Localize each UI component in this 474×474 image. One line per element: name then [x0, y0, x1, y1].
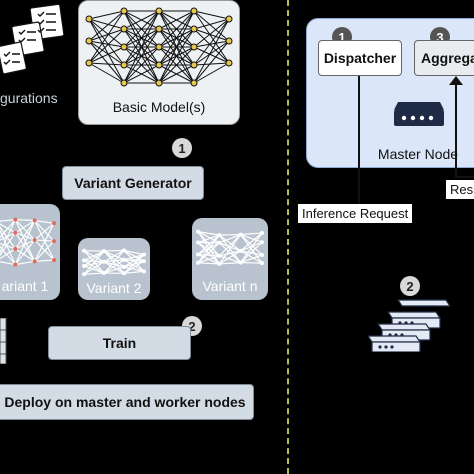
aggregator-box: Aggrega [414, 40, 474, 76]
network-node [102, 271, 106, 276]
worker-nodes-icon [366, 298, 452, 353]
network-node [120, 7, 128, 15]
network-node [32, 259, 37, 264]
step-1-badge: 1 [172, 138, 192, 158]
network-node [238, 232, 243, 237]
network-node [190, 43, 198, 51]
network-node [120, 43, 128, 51]
network-node [120, 61, 128, 69]
deploy-box: Deploy on master and worker nodes [0, 384, 254, 420]
network-node [142, 259, 146, 264]
network-node [122, 257, 126, 262]
network-node [196, 229, 200, 234]
basic-model-label: Basic Model(s) [112, 99, 206, 115]
network-node [82, 272, 86, 277]
aggregator-arrow-icon [449, 76, 463, 85]
variant-n-label: Variant n [202, 278, 258, 294]
network-node [85, 37, 93, 45]
network-node [142, 269, 146, 274]
aggregator-connector [455, 78, 457, 178]
network-node [52, 258, 56, 263]
results-label: Res [446, 180, 474, 199]
network-node [122, 248, 126, 253]
network-node [238, 248, 243, 253]
dataset-icon [0, 317, 8, 365]
network-node [217, 261, 222, 266]
network-node [32, 237, 37, 242]
basic-model-box: Basic Model(s) [78, 0, 240, 125]
network-node [142, 252, 146, 257]
network-node [155, 61, 163, 69]
network-node [82, 264, 86, 269]
network-node [102, 249, 106, 254]
master-node-label: Master Node [377, 146, 459, 162]
network-node [155, 43, 163, 51]
inference-request-label: Inference Request [298, 204, 413, 223]
network-node [52, 221, 56, 226]
section-divider [287, 0, 289, 474]
network-node [13, 217, 18, 222]
network-node [13, 230, 18, 235]
network-node [52, 239, 56, 244]
network-node [190, 61, 198, 69]
network-node [122, 271, 126, 276]
dispatcher-connector [358, 76, 360, 204]
network-node [217, 233, 222, 238]
right-step-2-badge: 2 [400, 276, 420, 296]
network-node [13, 262, 18, 267]
network-node [82, 248, 86, 253]
variant-n-box: Variant n [192, 218, 268, 300]
network-node [260, 252, 264, 257]
variant-1-label: ariant 1 [1, 278, 49, 294]
network-node [238, 260, 243, 265]
network-node [190, 79, 198, 87]
server-icon [392, 100, 446, 128]
network-node [260, 240, 264, 245]
network-node [32, 218, 37, 223]
network-node [82, 258, 86, 263]
network-node [120, 25, 128, 33]
neural-network-icon [85, 7, 233, 87]
network-node [217, 253, 222, 258]
network-node [122, 264, 126, 269]
network-node [260, 261, 264, 266]
variant-1-box: ariant 1 [0, 204, 60, 300]
train-box: Train [48, 326, 191, 360]
network-node [190, 25, 198, 33]
network-node [196, 252, 200, 257]
variant-2-box: Variant 2 [78, 238, 150, 300]
network-node [225, 37, 233, 45]
network-node [225, 59, 233, 67]
network-node [85, 15, 93, 23]
variant-2-network-icon [82, 248, 146, 277]
results-connector [455, 176, 474, 178]
network-node [85, 59, 93, 67]
variant-n-network-icon [196, 229, 264, 266]
configurations-icon [0, 0, 66, 80]
configurations-label: gurations [0, 90, 58, 106]
network-node [13, 246, 18, 251]
network-node [260, 230, 264, 235]
network-node [102, 259, 106, 264]
network-node [155, 7, 163, 15]
variant-1-network-icon [0, 217, 56, 267]
dispatcher-box: Dispatcher [318, 40, 402, 76]
variant-generator-box: Variant Generator [62, 166, 204, 200]
network-node [196, 260, 200, 265]
aggregator-label: Aggrega [421, 50, 474, 66]
variant-2-label: Variant 2 [86, 280, 142, 296]
network-node [217, 240, 222, 245]
network-node [155, 25, 163, 33]
network-node [190, 7, 198, 15]
network-node [196, 240, 200, 245]
network-node [120, 79, 128, 87]
network-node [225, 15, 233, 23]
network-node [155, 79, 163, 87]
